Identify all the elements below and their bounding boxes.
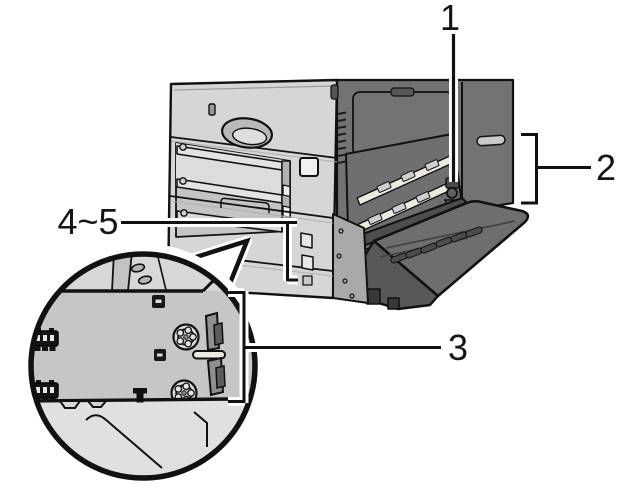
callout-2-group: 2 xyxy=(521,133,616,205)
front-corner-side xyxy=(332,213,369,304)
front-handle xyxy=(221,117,273,149)
callout-3-group: 3 xyxy=(228,288,468,406)
front-button xyxy=(299,157,319,177)
vent-slats-icon xyxy=(337,111,347,164)
rear-handle-slot xyxy=(476,134,506,147)
callout-label-2: 2 xyxy=(596,147,616,188)
printer-front-face xyxy=(166,78,369,304)
callout-label-4-5: 4~5 xyxy=(57,201,118,242)
callout-2-bracket xyxy=(521,133,591,205)
callout-4-5-group: 4~5 xyxy=(57,201,298,285)
thumb-knob-icon xyxy=(172,323,200,351)
callout-1-group: 1 xyxy=(440,0,460,182)
callout-label-3: 3 xyxy=(448,327,468,368)
lower-tray-unit xyxy=(168,195,334,286)
callout-4-5-line xyxy=(121,221,298,282)
magnifier-circle xyxy=(20,243,266,487)
callout-3-bracket xyxy=(228,291,441,403)
callout-label-1: 1 xyxy=(440,0,460,38)
alignment-pin-icon xyxy=(192,350,226,360)
printer-body xyxy=(166,78,530,311)
door-slots-icon xyxy=(390,226,483,264)
